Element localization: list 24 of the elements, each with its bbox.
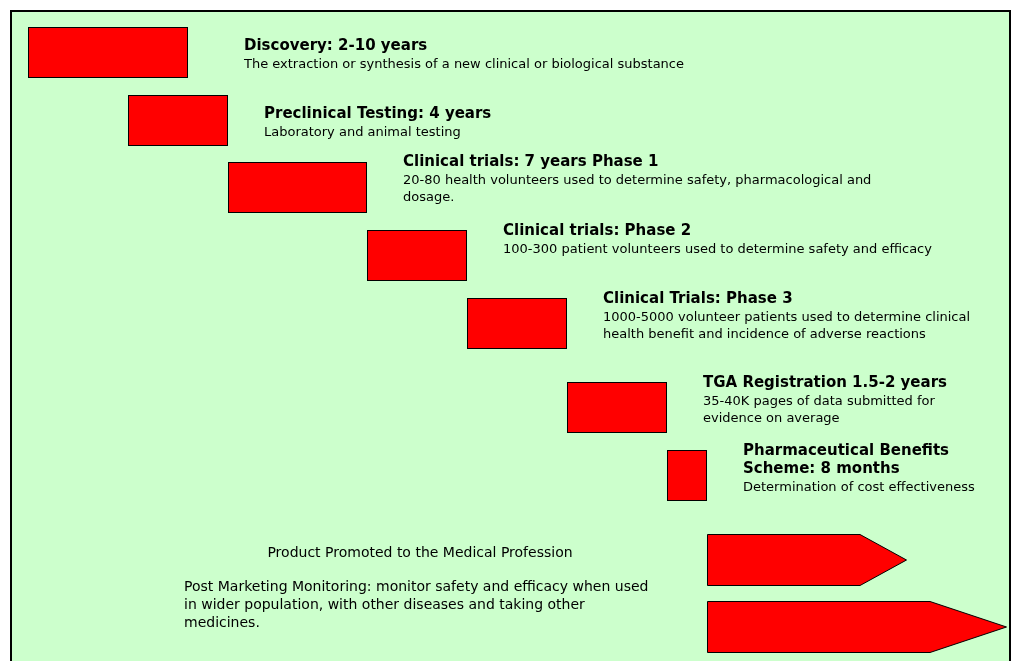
- stage-description: Laboratory and animal testing: [264, 123, 462, 140]
- stage-description: Post Marketing Monitoring: monitor safety and efficacy when used in wider population, with other diseases and taking other medicines.: [184, 577, 650, 631]
- stage-title: TGA Registration 1.5-2 years: [703, 373, 948, 391]
- timeline-bar: [667, 450, 707, 501]
- stage-title: Clinical Trials: Phase 3: [603, 289, 794, 307]
- stage-description: The extraction or synthesis of a new clinical or biological substance: [244, 55, 685, 72]
- pointed-timeline-bar: [707, 601, 1007, 653]
- timeline-bar: [467, 298, 567, 349]
- stage-title: Clinical trials: 7 years Phase 1: [403, 152, 660, 170]
- stage-description: Determination of cost effectiveness: [743, 478, 976, 495]
- stage-description: 20-80 health volunteers used to determine safety, pharmacological and dosage.: [403, 171, 873, 205]
- timeline-bar: [567, 382, 667, 433]
- stage-description: Product Promoted to the Medical Profession: [267, 544, 573, 560]
- stage-title: Preclinical Testing: 4 years: [264, 104, 493, 122]
- timeline-bar: [367, 230, 467, 281]
- timeline-bar: [128, 95, 228, 146]
- stage-title: Clinical trials: Phase 2: [503, 221, 693, 239]
- timeline-bar: [228, 162, 367, 213]
- stage-description: 100-300 patient volunteers used to determine safety and efficacy: [503, 240, 933, 257]
- stage-title: Discovery: 2-10 years: [244, 36, 429, 54]
- stage-description: 1000-5000 volunteer patients used to determine clinical health benefit and incidence of adverse reactions: [603, 308, 972, 342]
- stage-description: 35-40K pages of data submitted for evidence on average: [703, 392, 936, 426]
- stage-title: Pharmaceutical Benefits Scheme: 8 months: [743, 441, 951, 477]
- timeline-bar: [28, 27, 188, 78]
